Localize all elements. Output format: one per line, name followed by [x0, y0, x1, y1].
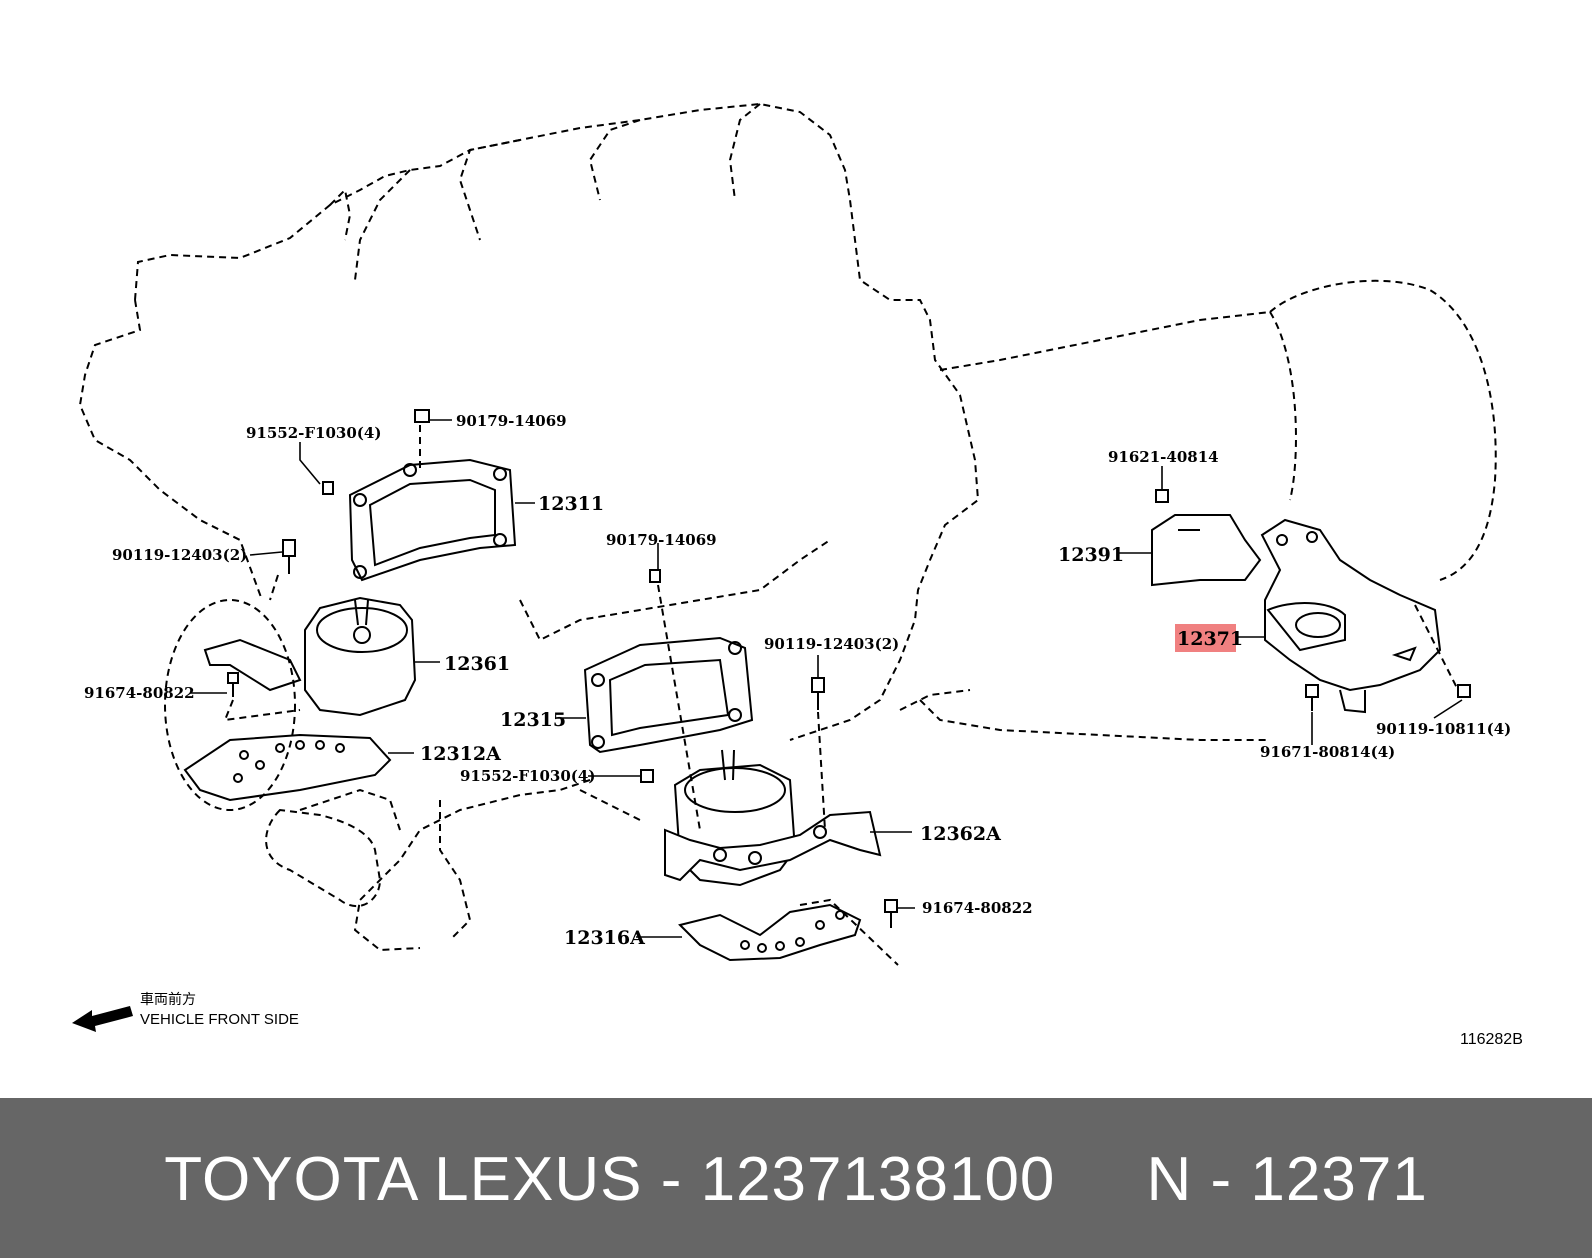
callout-90119-10811: 90119-10811(4) — [1376, 720, 1511, 738]
callout-91671-80814: 91671-80814(4) — [1260, 743, 1395, 761]
front-side-label-jp: 車両前方 — [140, 991, 196, 1008]
callout-90119-12403-center: 90119-12403(2) — [764, 635, 899, 653]
callout-12315: 12315 — [500, 709, 566, 731]
left-mount-assembly — [164, 409, 517, 811]
callout-90179-14069-center: 90179-14069 — [606, 531, 717, 549]
callout-91552-f1030-left: 91552-F1030(4) — [246, 424, 381, 442]
callout-12371: 12371 — [1177, 628, 1243, 650]
center-mount-assembly — [579, 569, 899, 966]
callout-highlight — [1175, 624, 1236, 652]
callout-91674-80822-right: 91674-80822 — [922, 899, 1033, 917]
callout-12316a: 12316A — [564, 927, 645, 949]
callout-91674-80822-left: 91674-80822 — [84, 684, 195, 702]
callout-12361: 12361 — [444, 653, 510, 675]
callout-labels: 91552-F1030(4) 90179-14069 12311 90119-1… — [84, 412, 1511, 949]
callout-91621-40814: 91621-40814 — [1108, 448, 1219, 466]
callout-12362a: 12362A — [920, 823, 1001, 845]
vehicle-front-indicator: 車両前方 VEHICLE FRONT SIDE — [72, 991, 299, 1032]
callout-90179-14069-left: 90179-14069 — [456, 412, 567, 430]
engine-outline — [78, 102, 980, 952]
transmission-outline — [899, 279, 1497, 741]
exhaust-pipe — [265, 788, 401, 907]
callout-12311: 12311 — [538, 493, 604, 515]
part-number-footer: TOYOTA LEXUS - 1237138100 N - 12371 — [0, 1098, 1592, 1258]
callout-91552-f1030-center: 91552-F1030(4) — [460, 767, 595, 785]
arrow-left-icon — [72, 1006, 133, 1032]
diagram-code: 116282B — [1460, 1031, 1523, 1048]
footer-title: TOYOTA LEXUS - 1237138100 N - 12371 — [164, 1145, 1428, 1214]
callout-90119-12403-left: 90119-12403(2) — [112, 546, 247, 564]
rear-mount-assembly — [1151, 489, 1471, 714]
front-side-label-en: VEHICLE FRONT SIDE — [140, 1011, 299, 1028]
callout-12391: 12391 — [1058, 544, 1124, 566]
callout-12312a: 12312A — [420, 743, 501, 765]
engine-mount-diagram: 91552-F1030(4) 90179-14069 12311 90119-1… — [72, 102, 1523, 1048]
leader-lines — [190, 419, 1463, 938]
